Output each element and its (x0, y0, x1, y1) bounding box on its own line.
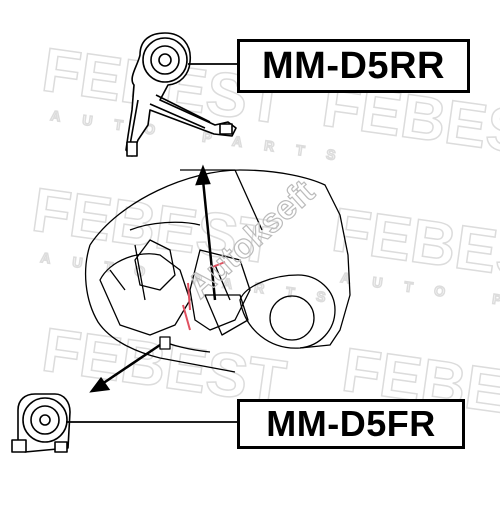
part-label-bottom: MM-D5FR (237, 399, 465, 449)
arrow-bottom (89, 343, 161, 393)
part-number-bottom: MM-D5FR (266, 403, 436, 444)
part-number-top: MM-D5RR (262, 44, 445, 87)
engine-mount-bushing-icon (11, 393, 71, 453)
car-engine-bay-icon (84, 169, 351, 373)
engine-mount-bracket-icon (125, 32, 237, 157)
part-label-top: MM-D5RR (237, 39, 470, 93)
arrow-top (195, 164, 217, 301)
